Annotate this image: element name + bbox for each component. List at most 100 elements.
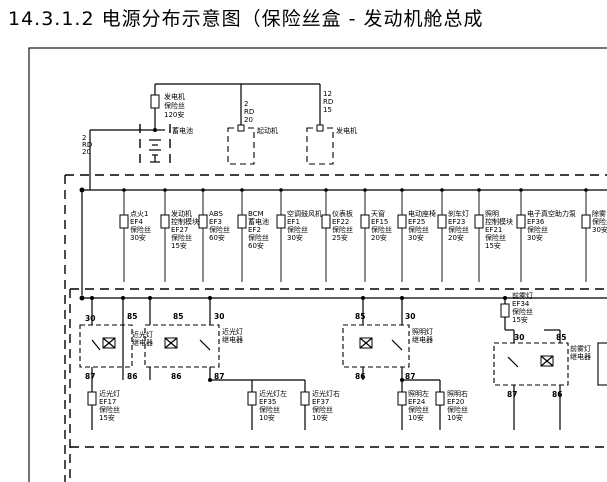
fuse-label-line: EF3 bbox=[209, 218, 222, 226]
bus-junction bbox=[477, 188, 481, 192]
fog-relay: 前雾灯 EF34 保险丝 15安 30 85 87 86 前雾灯 继电器 bbox=[493, 291, 607, 399]
fuse-symbol bbox=[237, 214, 247, 229]
fuse-label-line: EF27 bbox=[171, 226, 188, 234]
fuse-label-line: 空调鼓风机 bbox=[287, 209, 322, 218]
fuse-label-line: 60安 bbox=[209, 233, 225, 242]
fuse-symbol bbox=[160, 214, 170, 229]
wire-c-2: 15 bbox=[323, 106, 332, 114]
wire-c-1: RD bbox=[323, 98, 333, 106]
fuse-symbol bbox=[360, 214, 370, 229]
fuse-label-line: EF15 bbox=[371, 218, 388, 226]
diagram-frame bbox=[28, 47, 607, 482]
fuse-label-line: EF22 bbox=[332, 218, 349, 226]
gen-fuse-line-2: 120安 bbox=[164, 110, 184, 119]
fog-fuse-1: EF34 bbox=[512, 300, 530, 308]
lb-fuse-3: 15安 bbox=[99, 413, 115, 422]
lighting-relay-0: 照明灯 bbox=[412, 327, 433, 336]
bus-junction bbox=[122, 188, 126, 192]
fuse-label-line: 25安 bbox=[332, 233, 348, 242]
high-beam-relay: 85 30 86 87 近光灯 继电器 bbox=[144, 296, 306, 392]
fuse-symbol bbox=[474, 214, 484, 229]
low-beam-relay-0: 近光灯 bbox=[132, 330, 153, 339]
fuse-label-line: EF36 bbox=[527, 218, 545, 226]
fuse-label-line: 30安 bbox=[287, 233, 303, 242]
fuse-symbol bbox=[397, 214, 407, 229]
fuse-label-line: 照明 bbox=[485, 210, 499, 218]
pin-87-c: 87 bbox=[405, 372, 415, 381]
ll-fuse-0: 近光灯左 bbox=[259, 389, 287, 398]
lt-l-fuse-3: 10安 bbox=[408, 413, 424, 422]
fuse-label-line: EF2 bbox=[248, 226, 261, 234]
fuse-label-line: 保险丝 bbox=[371, 225, 392, 234]
fuse-label-line: 保险丝 bbox=[130, 225, 151, 234]
lr-fuse-1: EF37 bbox=[312, 398, 329, 406]
generator-box bbox=[306, 127, 334, 165]
bus-junction bbox=[363, 188, 367, 192]
low-left-fuse bbox=[247, 391, 257, 406]
fog-relay-0: 前雾灯 bbox=[570, 344, 591, 353]
bus-junction bbox=[400, 188, 404, 192]
low-right-fuse bbox=[300, 391, 310, 406]
fuse-label-line: 保险丝 bbox=[485, 233, 506, 242]
lb-fuse-0: 近光灯 bbox=[99, 389, 120, 398]
wire-c-0: 12 bbox=[323, 90, 332, 98]
page-title: 14.3.1.2 电源分布示意图（保险丝盒 - 发动机舱总成 bbox=[8, 8, 484, 30]
pin-30-a: 30 bbox=[85, 314, 95, 323]
fog-relay-1: 继电器 bbox=[570, 352, 591, 361]
wire-b-1: RD bbox=[82, 141, 92, 149]
low-beam-fuse bbox=[87, 391, 97, 406]
bus-junction bbox=[584, 188, 588, 192]
lt-r-fuse-0: 照明右 bbox=[447, 389, 468, 398]
low-beam-relay-1: 继电器 bbox=[132, 338, 153, 347]
lr-fuse-0: 近光灯右 bbox=[312, 389, 340, 398]
lt-r-fuse-3: 10安 bbox=[447, 413, 463, 422]
lb-fuse-1: EF17 bbox=[99, 398, 116, 406]
fuse-symbol bbox=[198, 214, 208, 229]
fuse-label-line: 控制模块 bbox=[485, 217, 513, 226]
fuse-symbol bbox=[276, 214, 286, 229]
fuse-label-line: 60安 bbox=[248, 241, 264, 250]
bus-junction bbox=[279, 188, 283, 192]
fuse-symbol bbox=[581, 214, 591, 229]
bus-junction bbox=[519, 188, 523, 192]
battery-label: 蓄电池 bbox=[172, 126, 193, 135]
pin-85-a: 85 bbox=[127, 312, 137, 321]
fuse-label-line: 15安 bbox=[171, 241, 187, 250]
high-beam-relay-0: 近光灯 bbox=[222, 327, 243, 336]
pin-85-b: 85 bbox=[173, 312, 183, 321]
fuse-label-line: 发动机 bbox=[171, 209, 192, 218]
fuse-label-line: 保险丝 bbox=[332, 225, 353, 234]
pin-86-b: 86 bbox=[171, 372, 181, 381]
generator-label: 发电机 bbox=[336, 126, 357, 135]
fuse-symbol bbox=[516, 214, 526, 229]
wire-b-2: 20 bbox=[82, 148, 91, 156]
fuse-label-line: 控制模块 bbox=[171, 217, 199, 226]
bus-junction bbox=[163, 188, 167, 192]
wire-a-2: 20 bbox=[244, 116, 253, 124]
fuse-label-line: EF23 bbox=[448, 218, 465, 226]
fuse-label-line: 保险丝 bbox=[248, 233, 269, 242]
fuse-label-line: 蓄电池 bbox=[248, 217, 269, 226]
fuse-label-line: 保险丝 bbox=[287, 225, 308, 234]
lt-l-fuse-1: EF24 bbox=[408, 398, 426, 406]
wire-a-0: 2 bbox=[244, 100, 248, 108]
ll-fuse-1: EF35 bbox=[259, 398, 276, 406]
fuse-label-line: EF21 bbox=[485, 226, 502, 234]
fuse-row: 点火1EF4保险丝30安发动机控制模块EF27保险丝15安ABSEF3保险丝60… bbox=[119, 188, 607, 282]
fuse-label-line: 保险丝 bbox=[527, 225, 548, 234]
fuse-label-line: 保险丝 bbox=[408, 225, 429, 234]
fuse-label-line: 保险丝 bbox=[448, 225, 469, 234]
light-left-fuse bbox=[397, 391, 407, 406]
fuse-label-line: 15安 bbox=[485, 241, 501, 250]
pin-87-d: 87 bbox=[507, 390, 517, 399]
fog-fuse-3: 15安 bbox=[512, 315, 528, 324]
ll-fuse-3: 10安 bbox=[259, 413, 275, 422]
pin-86-a: 86 bbox=[127, 372, 137, 381]
pin-85-d: 85 bbox=[556, 333, 566, 342]
ll-fuse-2: 保险丝 bbox=[259, 405, 280, 414]
fuse-label-line: BCM bbox=[248, 210, 264, 218]
fuse-label-line: 天窗 bbox=[371, 209, 385, 218]
fuse-symbol bbox=[437, 214, 447, 229]
lr-fuse-2: 保险丝 bbox=[312, 405, 333, 414]
low-beam-relay: 30 85 87 86 近光灯 继电器 bbox=[79, 296, 153, 395]
